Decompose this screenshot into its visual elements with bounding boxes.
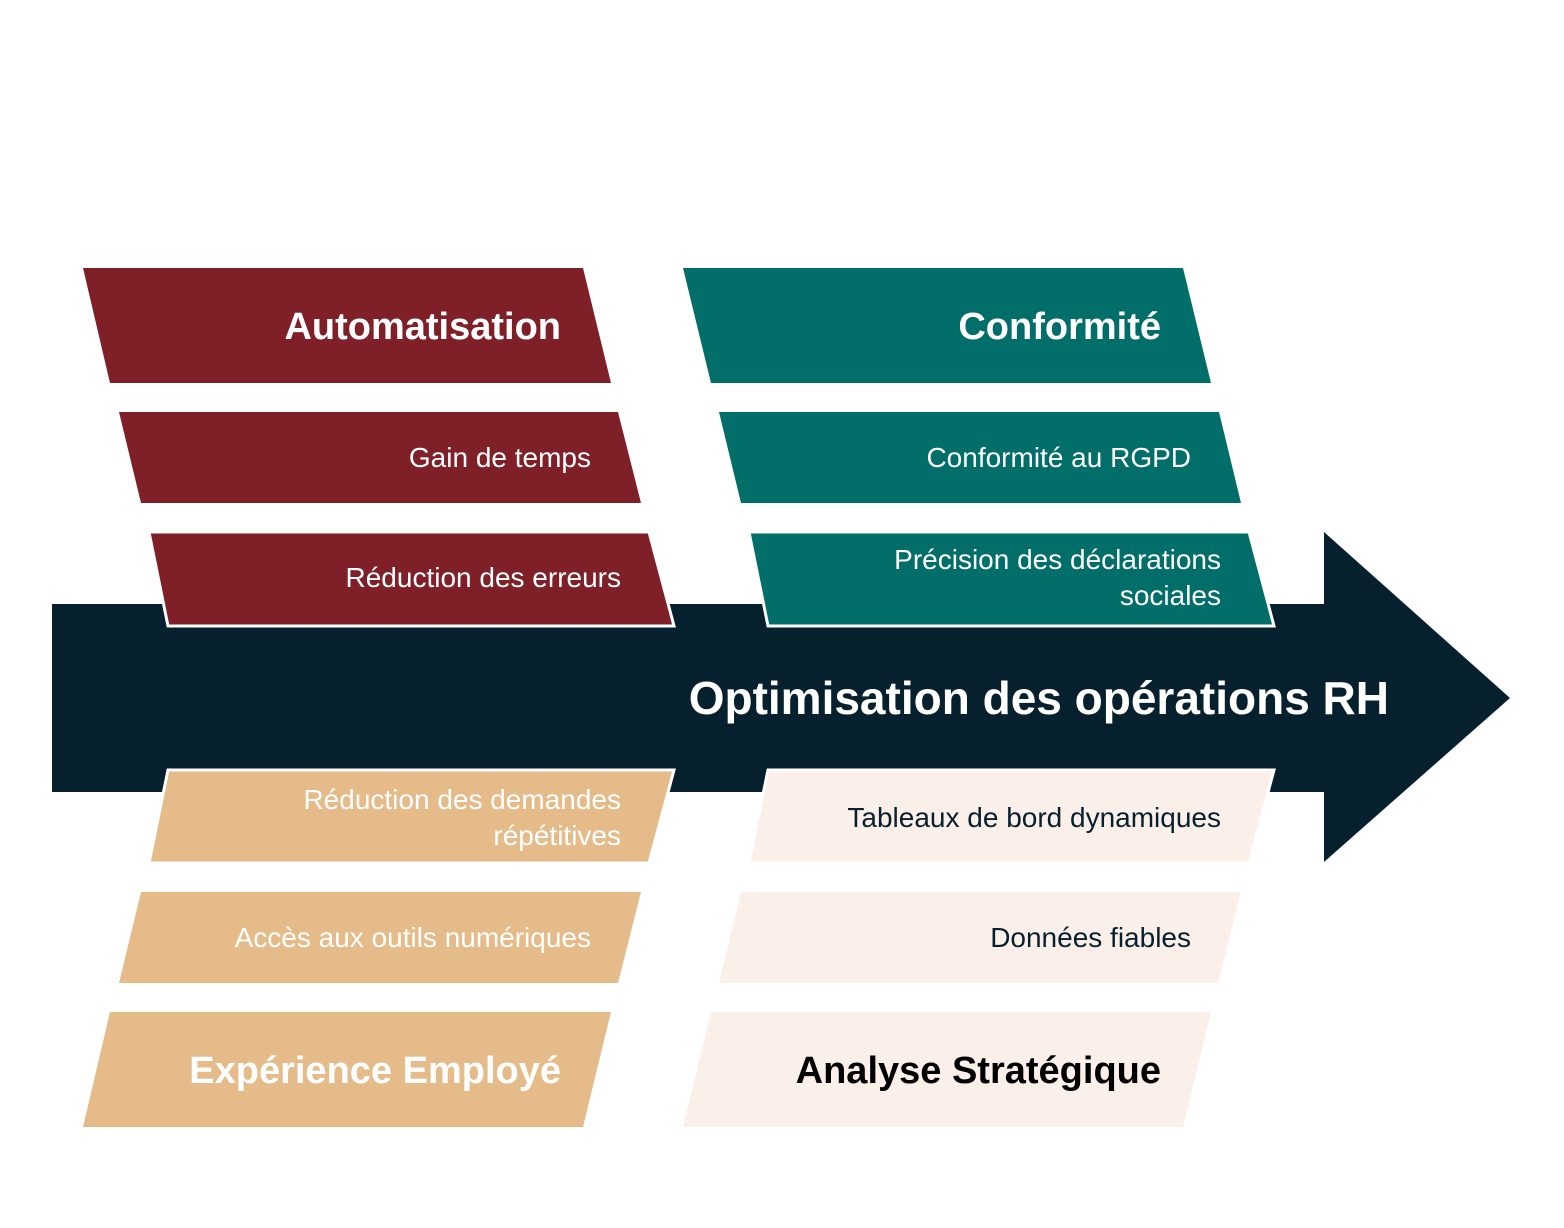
strategy-item-box xyxy=(719,892,1241,983)
compliance-item-box xyxy=(747,530,1276,628)
strategy-header-box xyxy=(683,1012,1211,1127)
category-employee xyxy=(83,768,676,1127)
category-automation xyxy=(83,268,676,628)
compliance-item: Précision des déclarations xyxy=(894,544,1221,575)
compliance-header-box xyxy=(683,268,1211,383)
employee-item-line2: répétitives xyxy=(493,820,621,851)
automation-item: Gain de temps xyxy=(409,442,591,473)
employee-item: Accès aux outils numériques xyxy=(235,922,591,953)
compliance-item: Conformité au RGPD xyxy=(926,442,1191,473)
automation-header-box xyxy=(83,268,611,383)
strategy-item: Tableaux de bord dynamiques xyxy=(847,802,1221,833)
employee-item: Réduction des demandes xyxy=(303,784,621,815)
compliance-item-line2: sociales xyxy=(1120,580,1221,611)
strategy-item: Données fiables xyxy=(990,922,1191,953)
category-strategy xyxy=(683,768,1276,1127)
automation-item-box xyxy=(147,530,676,628)
employee-item-box xyxy=(119,892,641,983)
automation-item: Réduction des erreurs xyxy=(346,562,621,593)
employee-title: Expérience Employé xyxy=(189,1050,561,1092)
employee-header-box xyxy=(83,1012,611,1127)
automation-item-box xyxy=(119,412,641,503)
strategy-item-box xyxy=(747,768,1276,865)
automation-title: Automatisation xyxy=(284,306,561,348)
employee-item-box xyxy=(147,768,676,865)
compliance-item-box xyxy=(719,412,1241,503)
category-compliance xyxy=(683,268,1276,628)
spine-title: Optimisation des opérations RH xyxy=(689,672,1389,724)
strategy-title: Analyse Stratégique xyxy=(796,1050,1161,1092)
compliance-title: Conformité xyxy=(958,306,1161,348)
